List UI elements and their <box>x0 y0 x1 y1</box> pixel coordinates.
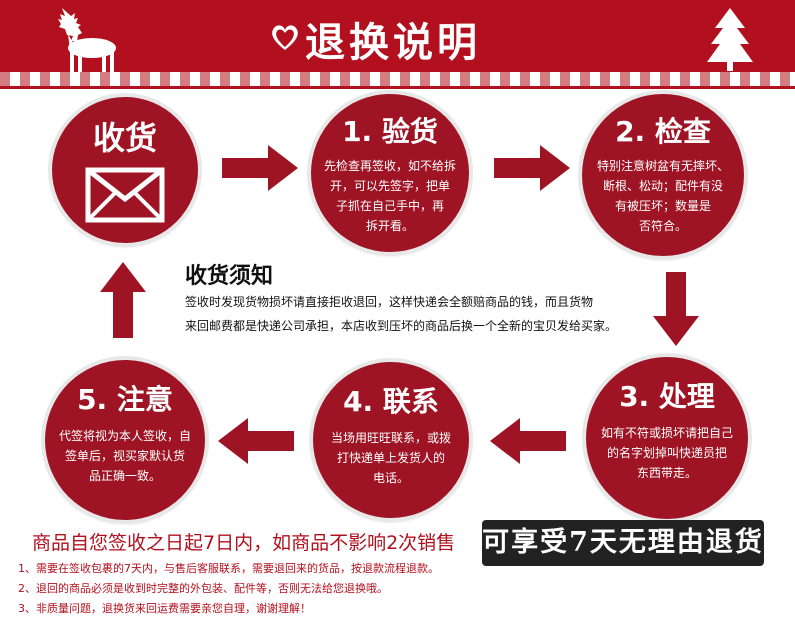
notice-text-1: 签收时发现货物损坏请直接拒收退回，这样快递会全额赔商品的钱，而且货物 <box>185 295 594 309</box>
step-contact-text-1: 当场用旺旺联系，或拨 <box>330 431 451 445</box>
step-contact-circle: 4. 联系 当场用旺旺联系，或拨 打快递单上发货人的 电话。 <box>313 362 469 518</box>
step-handle-title: 3. 处理 <box>619 380 715 413</box>
notice-title: 收货须知 <box>185 264 274 289</box>
step-handle-circle: 3. 处理 如有不符或损坏请把自己 的名字划掉叫快递员把 东西带走。 <box>586 357 748 519</box>
header-divider <box>0 86 795 89</box>
step-check-circle: 2. 检查 特别注意树盆有无摔坏、 断根、松动；配件有没 有被压坏；数量是 否符… <box>582 94 744 256</box>
step-check-title: 2. 检查 <box>615 115 711 148</box>
step-attention-title: 5. 注意 <box>77 383 173 416</box>
step-attention-text-3: 品正确一致。 <box>88 469 161 483</box>
step-contact-text-3: 电话。 <box>372 471 409 485</box>
arrow-right-icon-2 <box>494 145 570 191</box>
step-inspect-text-4: 拆开看。 <box>365 219 414 233</box>
return-badge: 可享受7天无理由退货 <box>482 520 764 566</box>
step-receive-title: 收货 <box>92 119 157 157</box>
envelope-icon <box>85 167 165 223</box>
christmas-tree-icon <box>707 8 753 71</box>
step-attention-text-1: 代签将视为本人签收，自 <box>58 429 191 443</box>
heart-icon <box>272 25 298 50</box>
arrow-left-icon-1 <box>490 418 566 464</box>
promise-text: 商品自您签收之日起7日内，如商品不影响2次销售 <box>32 532 456 554</box>
step-handle-text-3: 东西带走。 <box>636 466 697 480</box>
step-check-text-4: 否符合。 <box>638 219 687 233</box>
step-check-text-2: 断根、松动；配件有没 <box>602 179 723 193</box>
step-attention-circle: 5. 注意 代签将视为本人签收，自 签单后，视买家默认货 品正确一致。 <box>45 360 205 520</box>
notice-text-2: 来回邮费都是快递公司承担，本店收到压坏的商品后换一个全新的宝贝发给买家。 <box>185 319 618 333</box>
arrow-down-icon <box>653 272 699 346</box>
step-inspect-text-1: 先检查再签收，如不给拆 <box>323 159 456 173</box>
step-contact-text-2: 打快递单上发货人的 <box>336 451 445 465</box>
step-inspect-text-2: 开，可以先签字，把单 <box>329 179 450 193</box>
arrow-left-icon-2 <box>218 418 294 464</box>
step-handle-text-1: 如有不符或损坏请把自己 <box>600 426 733 440</box>
step-receive-circle: 收货 <box>52 97 198 243</box>
step-attention-text-2: 签单后，视买家默认货 <box>64 449 185 463</box>
arrow-right-icon-1 <box>222 145 298 191</box>
step-handle-text-2: 的名字划掉叫快递员把 <box>606 446 727 460</box>
page-title: 退换说明 <box>305 20 481 66</box>
step-inspect-title: 1. 验货 <box>342 115 438 148</box>
rule-item-3: 3、非质量问题，退换货来回运费需要亲您自理，谢谢理解！ <box>18 602 311 615</box>
header-decor-strip <box>0 72 795 86</box>
step-contact-title: 4. 联系 <box>343 385 439 418</box>
step-check-text-1: 特别注意树盆有无摔坏、 <box>596 159 729 173</box>
rule-item-2: 2、退回的商品必须是收到时完整的外包装、配件等，否则无法给您退换哦。 <box>18 582 388 595</box>
step-inspect-text-3: 子抓在自己手中，再 <box>335 199 444 213</box>
arrow-up-icon <box>100 262 146 338</box>
step-inspect-circle: 1. 验货 先检查再签收，如不给拆 开，可以先签字，把单 子抓在自己手中，再 拆… <box>311 94 469 252</box>
header-band: 退换说明 <box>0 0 795 72</box>
step-check-text-3: 有被压坏；数量是 <box>614 199 711 213</box>
rule-item-1: 1、需要在签收包裹的7天内，与售后客服联系，需要退回来的货品，按退款流程退款。 <box>18 562 439 575</box>
reindeer-icon <box>58 8 116 72</box>
